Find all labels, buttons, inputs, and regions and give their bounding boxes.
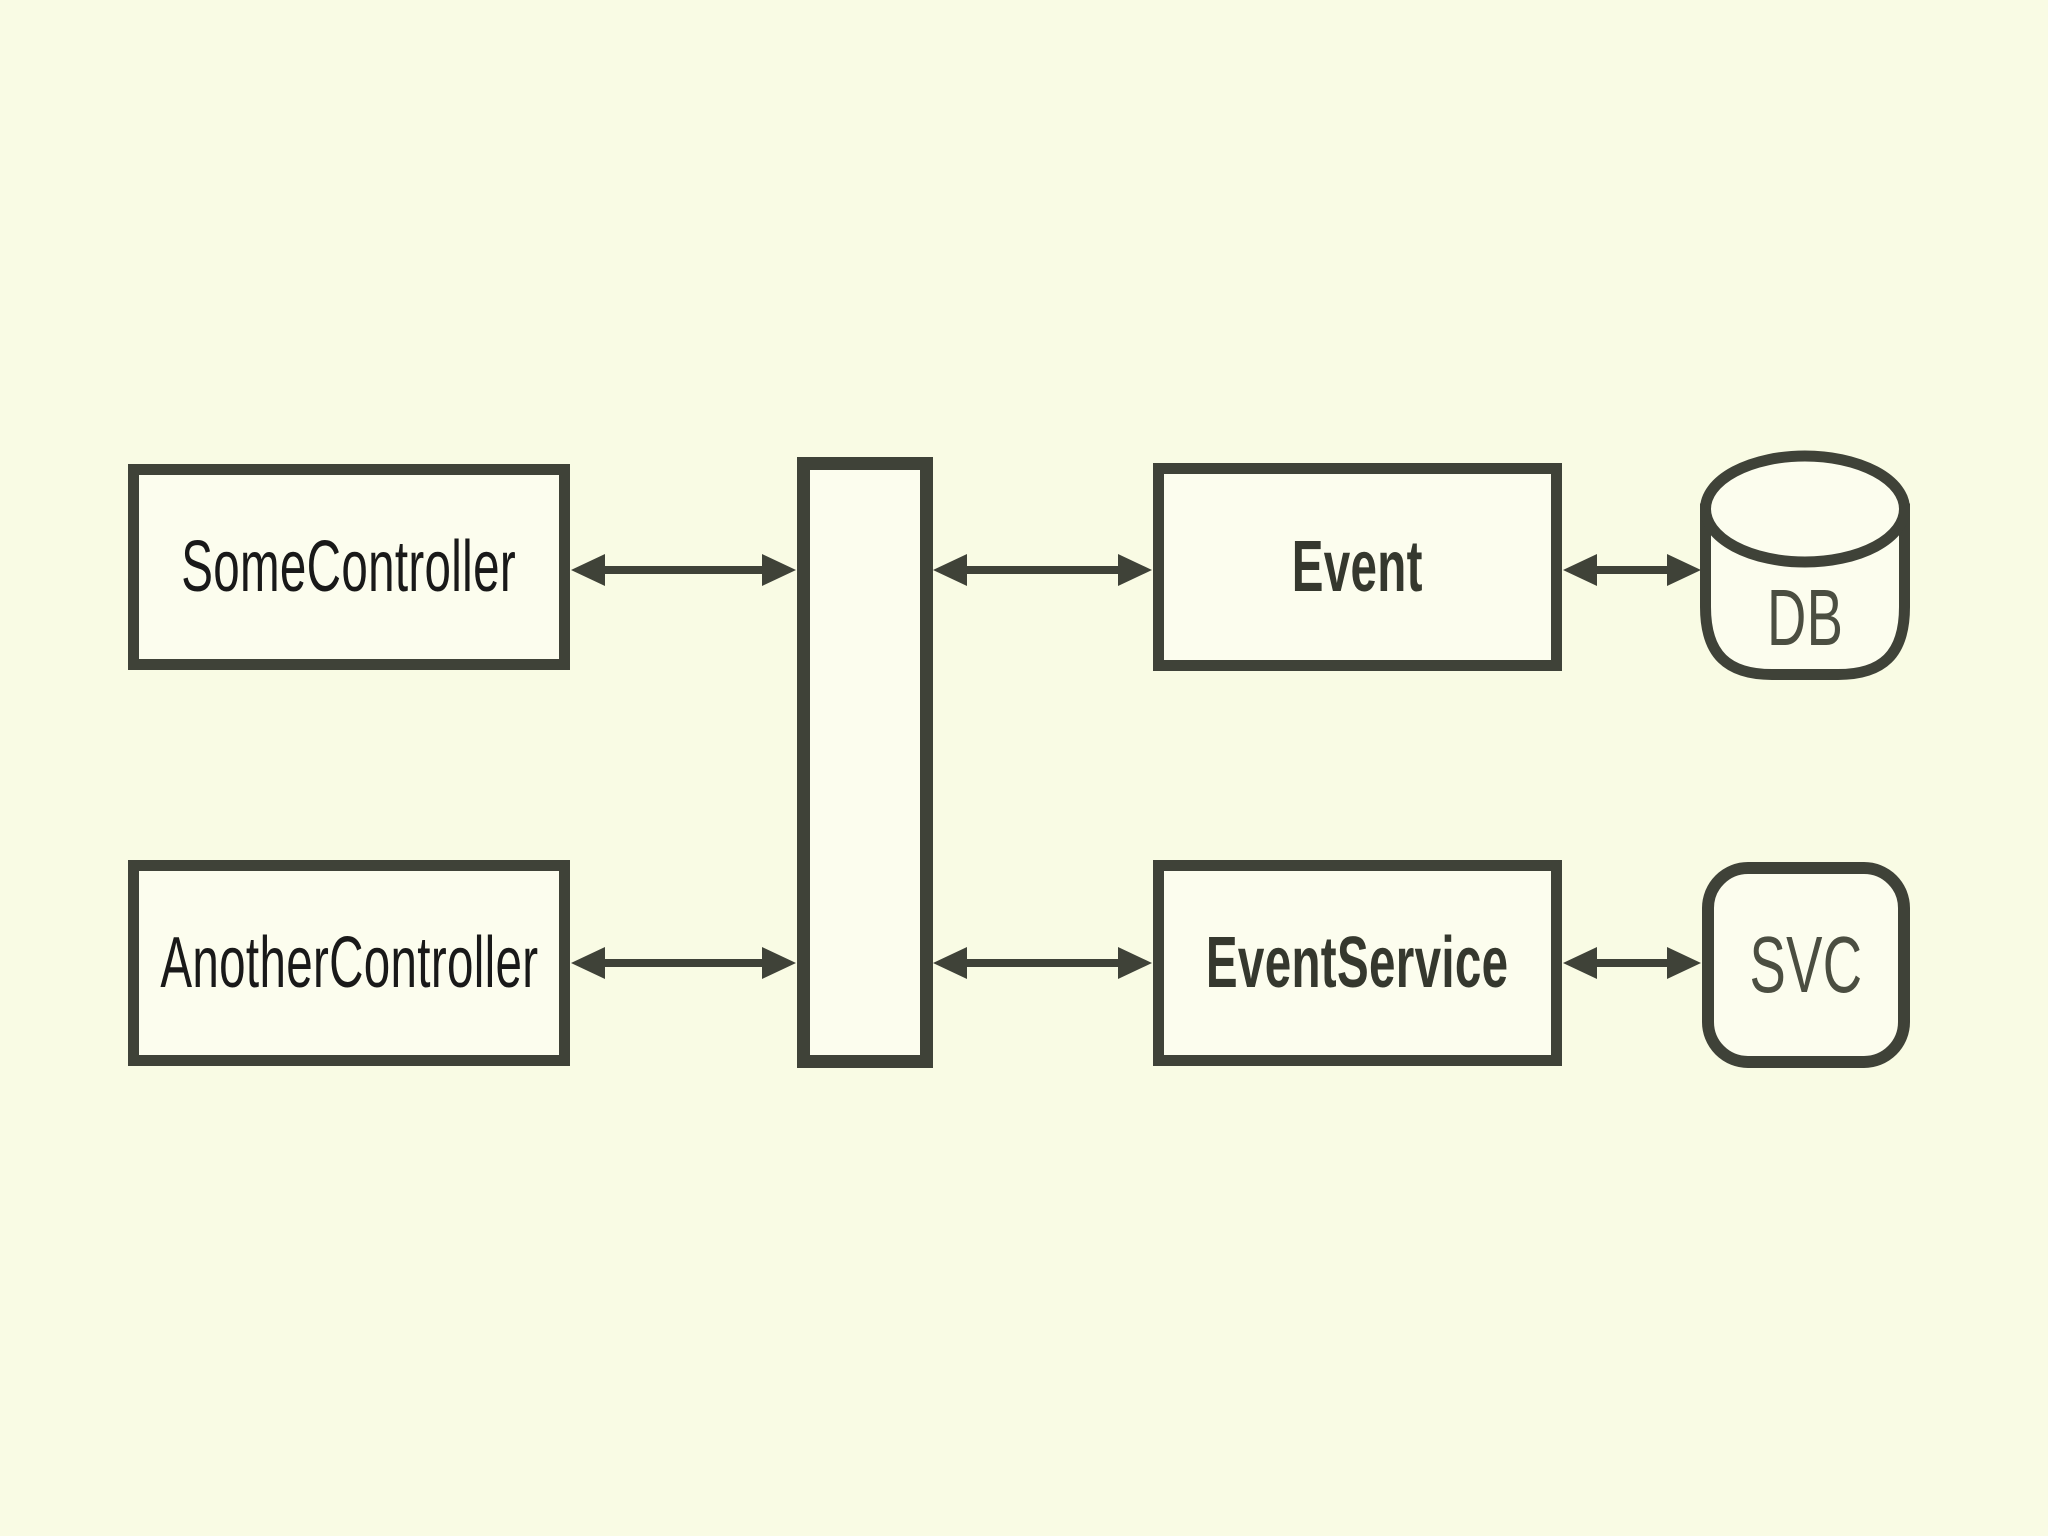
node-svc: SVC: [1702, 862, 1910, 1068]
node-label-event-service: EventService: [1206, 923, 1509, 1003]
database-cylinder-icon: [1700, 450, 1910, 680]
node-db-cylinder: DB: [1700, 450, 1910, 680]
node-event-service: EventService: [1153, 860, 1562, 1066]
node-event: Event: [1153, 463, 1562, 671]
arrow-some-controller-to-bus-icon: [571, 554, 796, 586]
arrow-event-to-db-icon: [1563, 554, 1701, 586]
node-event-bus-bar: [797, 457, 933, 1068]
node-label-db: DB: [1766, 573, 1844, 662]
arrow-another-controller-to-bus-icon: [571, 947, 796, 979]
arrow-bus-to-event-icon: [933, 554, 1152, 586]
node-label-event: Event: [1291, 527, 1424, 607]
node-label-svc: SVC: [1749, 920, 1863, 1009]
node-label-some-controller: SomeController: [181, 527, 517, 607]
node-some-controller: SomeController: [128, 464, 570, 670]
arrow-event-service-to-svc-icon: [1563, 947, 1701, 979]
node-another-controller: AnotherController: [128, 860, 570, 1066]
arrow-bus-to-event-service-icon: [933, 947, 1152, 979]
node-label-another-controller: AnotherController: [159, 923, 539, 1003]
